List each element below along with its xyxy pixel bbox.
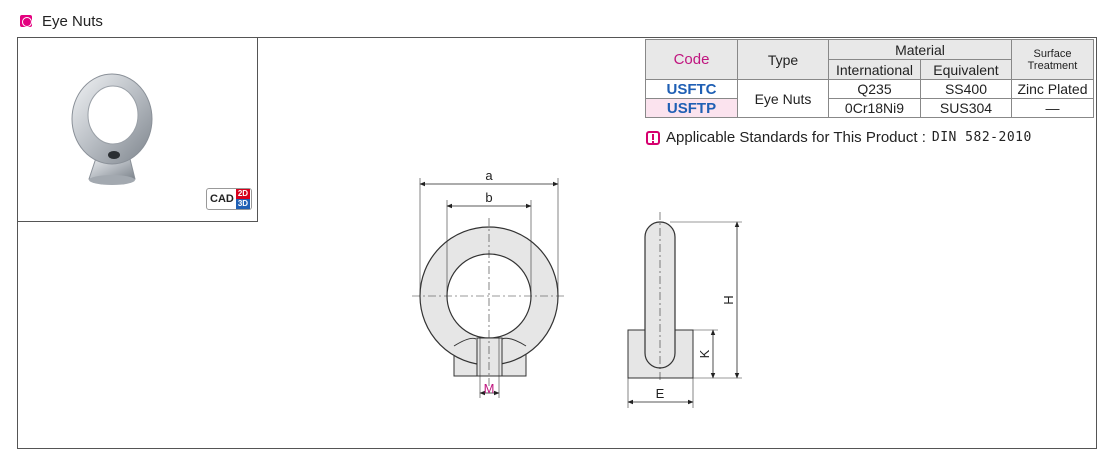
header-international: International [828, 59, 921, 80]
side-view [627, 212, 742, 408]
surface-cell: — [1011, 98, 1094, 118]
international-cell: 0Cr18Ni9 [828, 98, 921, 118]
product-photo-panel: CAD 2D 3D [17, 37, 258, 222]
cad-3d-tag: 3D [235, 199, 251, 209]
code-cell[interactable]: USFTP [645, 98, 738, 118]
eye-nut-photo [71, 73, 153, 185]
equivalent-cell: SUS304 [920, 98, 1012, 118]
table-row: USFTP 0Cr18Ni9 SUS304 — [645, 98, 1094, 118]
section-header: Eye Nuts [20, 10, 103, 32]
cad-download-button[interactable]: CAD 2D 3D [206, 188, 252, 210]
dim-label-m: M [484, 381, 495, 396]
header-type: Type [737, 39, 829, 80]
circle-bullet-icon [20, 15, 32, 27]
header-surface-treatment: Surface Treatment [1011, 39, 1094, 80]
spec-table: Code Type Material Surface Treatment Int… [645, 39, 1094, 118]
header-equivalent: Equivalent [920, 59, 1012, 80]
dim-label-b: b [485, 190, 492, 205]
applicable-standards: Applicable Standards for This Product : … [646, 129, 1032, 146]
section-title: Eye Nuts [42, 12, 103, 30]
dim-label-e: E [656, 386, 665, 401]
standards-value: DIN 582-2010 [931, 130, 1032, 145]
front-view [412, 178, 566, 398]
international-cell: Q235 [828, 79, 921, 99]
header-code: Code [645, 39, 738, 80]
cad-2d-tag: 2D [235, 189, 251, 199]
dim-label-h: H [721, 295, 736, 304]
type-cell: Eye Nuts [737, 79, 829, 118]
dim-label-k: K [697, 349, 712, 358]
dim-label-a: a [485, 168, 493, 183]
standards-label: Applicable Standards for This Product : [666, 129, 926, 146]
content-frame [17, 37, 1097, 449]
header-material: Material [828, 39, 1012, 60]
exclamation-icon [646, 130, 660, 145]
